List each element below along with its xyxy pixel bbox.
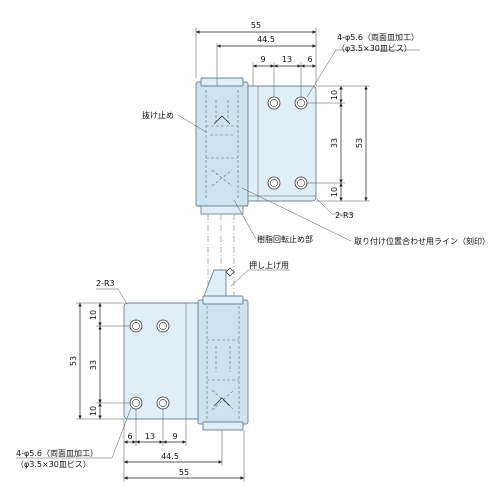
lower-hole-note-2: （φ3.5×30皿ビス） — [16, 460, 91, 469]
upper-corner-label: 2-R3 — [335, 211, 354, 220]
upper-dim-53: 53 — [355, 138, 364, 148]
lower-hidden-lines — [206, 306, 240, 420]
lower-corner-label: 2-R3 — [96, 279, 115, 288]
upper-hole-note-1: 4-φ5.6（両面皿加工） — [337, 32, 419, 42]
lower-leaf — [123, 302, 199, 420]
upper-dim-55: 55 — [251, 21, 261, 30]
upper-knuckle-cap — [200, 77, 244, 87]
lower-dim-44-5: 44.5 — [161, 452, 179, 461]
lower-hole-bl — [129, 396, 143, 410]
lower-dim-6: 6 — [127, 432, 132, 441]
lower-dim-33: 33 — [89, 360, 98, 370]
lower-dim-9: 9 — [172, 432, 177, 441]
lower-knuckle — [197, 299, 249, 425]
upper-hinge: 55 44.5 9 13 6 10 33 10 53 4-φ5.6（両面皿加工）… — [142, 21, 490, 246]
upper-hidden-lines — [205, 90, 239, 200]
lower-hole-note-1: 4-φ5.6（両面皿加工） — [16, 448, 98, 458]
lower-dim-55: 55 — [179, 468, 189, 477]
lower-dim-10-top: 10 — [89, 310, 98, 320]
lower-hole-tr — [156, 319, 170, 333]
lower-push-label: 押し上げ用 — [249, 260, 289, 270]
upper-hole-bl — [267, 176, 281, 190]
upper-dim-6: 6 — [307, 55, 312, 64]
lower-dim-13: 13 — [145, 432, 155, 441]
upper-dim-9: 9 — [260, 55, 265, 64]
upper-hole-tr — [294, 96, 308, 110]
upper-alignment-label: 取り付け位置合わせ用ライン（刻印） — [354, 236, 490, 246]
lower-hinge: 押し上げ用 2-R3 10 33 10 53 6 13 9 44.5 55 4-… — [16, 260, 290, 482]
upper-hole-tl — [267, 96, 281, 110]
upper-hole-note-2: （φ3.5×30皿ビス） — [337, 44, 412, 53]
upper-dim-10-bottom: 10 — [330, 187, 339, 197]
lower-hole-br — [156, 396, 170, 410]
upper-dim-13: 13 — [282, 55, 292, 64]
upper-dim-33: 33 — [330, 138, 339, 148]
upper-hole-br — [294, 176, 308, 190]
upper-dim-44-5: 44.5 — [257, 35, 275, 44]
lower-hole-tl — [129, 319, 143, 333]
lower-dim-10-bottom: 10 — [89, 406, 98, 416]
upper-dim-10-top: 10 — [330, 90, 339, 100]
upper-resin-stopper-label: 樹脂回転止め部 — [257, 234, 313, 244]
upper-stopper-label: 抜け止め — [142, 110, 174, 120]
upper-knuckle — [195, 81, 249, 207]
lower-push-tab — [203, 269, 227, 297]
lower-dim-53: 53 — [69, 356, 78, 366]
